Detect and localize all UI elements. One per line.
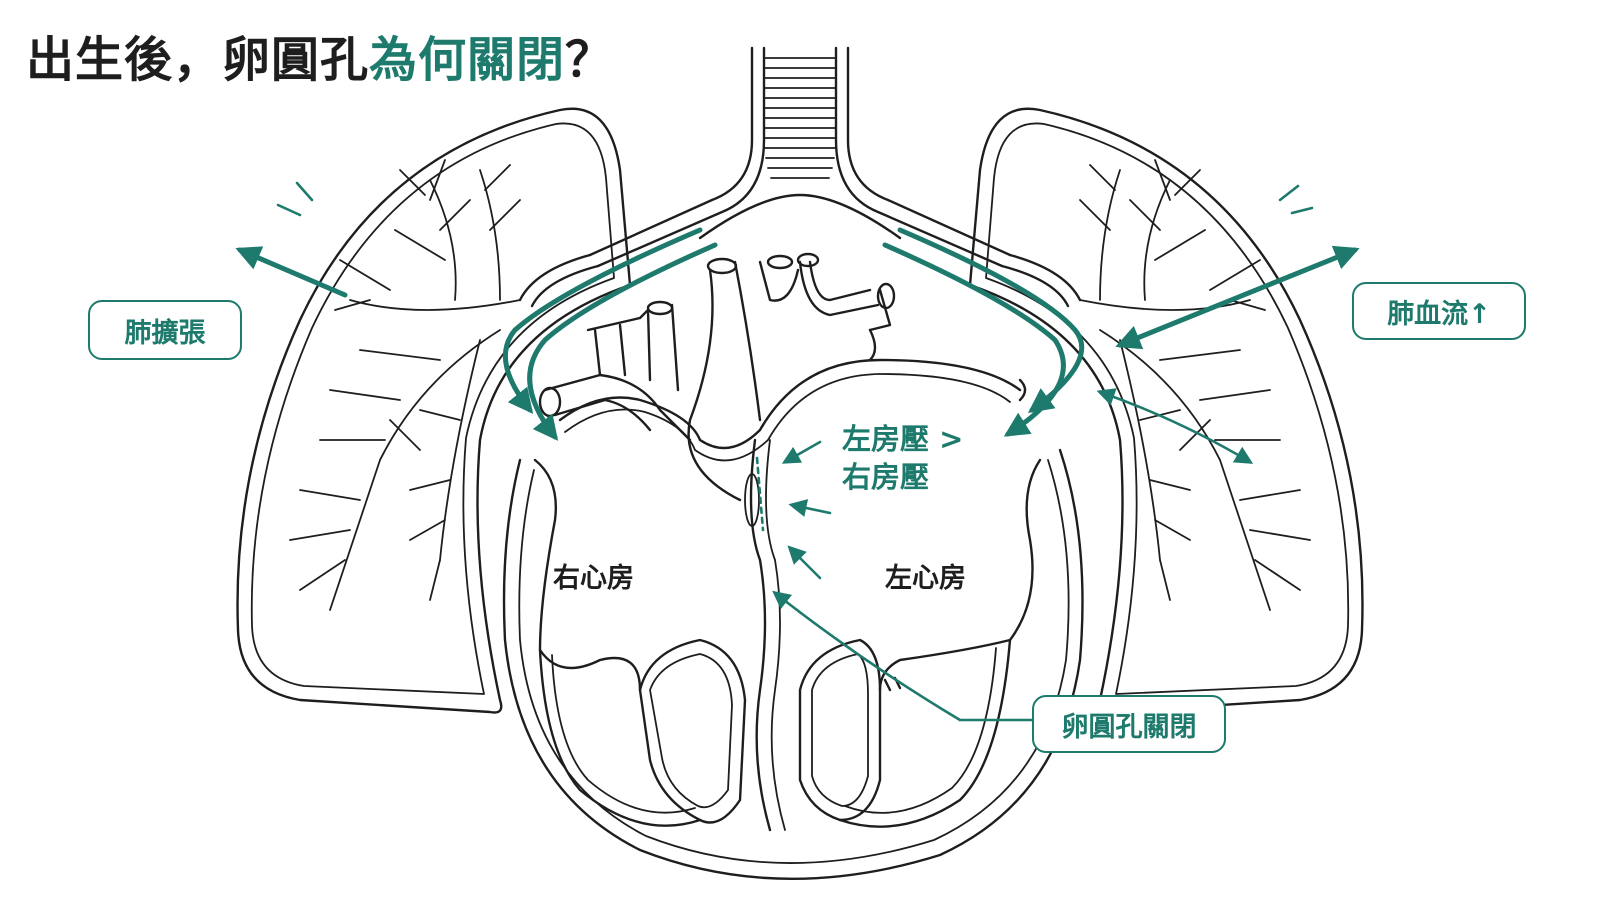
left-atrium-label: 左心房	[885, 563, 966, 594]
pressure-line-1: 左房壓 >	[842, 422, 964, 456]
trachea	[588, 46, 1012, 268]
title-suffix: ？	[565, 32, 615, 88]
page-title: 出生後，卵圓孔為何關閉？	[26, 20, 614, 90]
lung-expand-label: 肺擴張	[88, 300, 242, 360]
right-atrium-label: 右心房	[553, 563, 634, 594]
heart	[502, 252, 1084, 880]
title-highlight: 為何關閉	[369, 32, 566, 88]
right-lung	[968, 107, 1364, 714]
pressure-comparison: 左房壓 > 右房壓	[842, 420, 963, 496]
foramen-closed-label: 卵圓孔關閉	[1032, 695, 1226, 753]
title-prefix: 出生後，卵圓孔	[26, 32, 370, 88]
pulmonary-flow-label: 肺血流↑	[1352, 282, 1526, 340]
pressure-line-2: 右房壓	[842, 460, 930, 494]
left-lung	[236, 107, 632, 714]
flow-arrows	[235, 181, 1360, 722]
